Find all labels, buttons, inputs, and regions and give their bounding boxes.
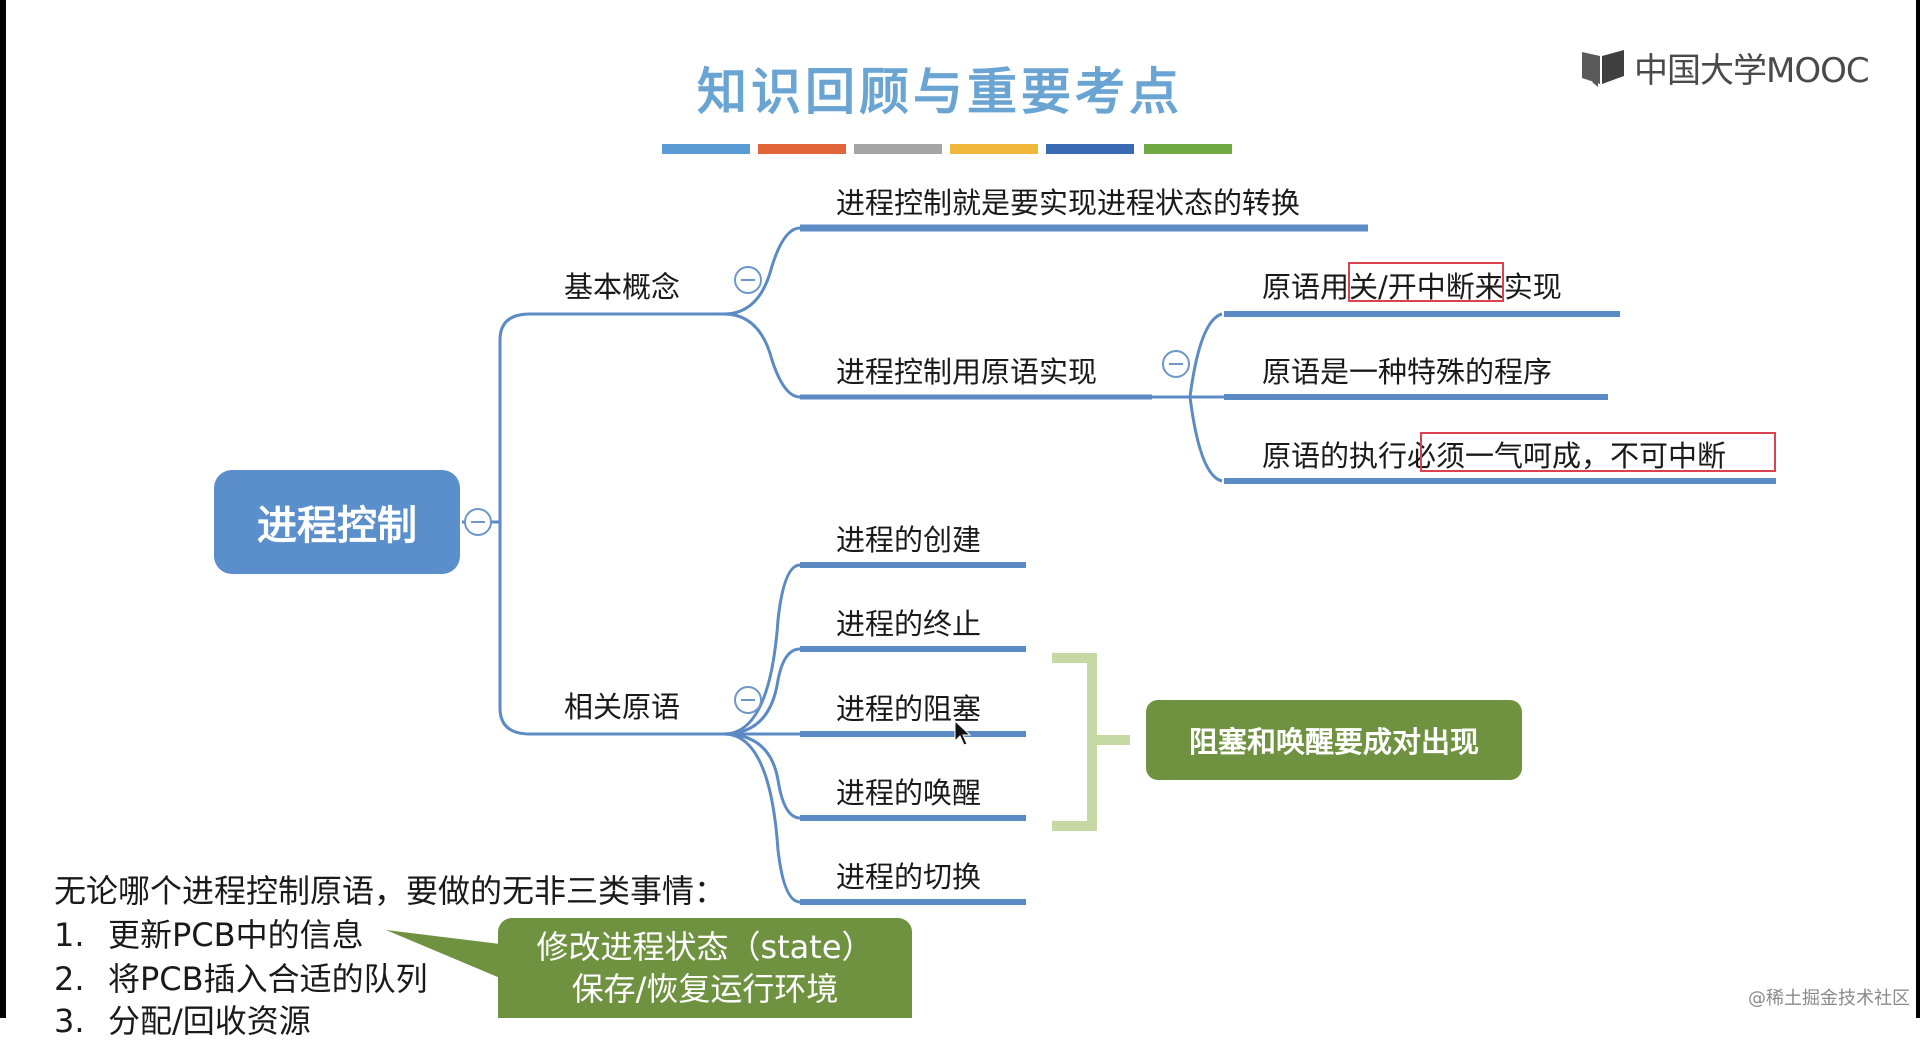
node-related-3[interactable]: 进程的阻塞 (836, 692, 982, 726)
highlight-atomic-box (1420, 432, 1776, 472)
notes-item-3: 3. 分配/回收资源 (54, 996, 311, 1042)
slide-title: 知识回顾与重要考点 (697, 63, 1183, 121)
basic-concept-collapse-icon[interactable] (734, 266, 762, 294)
title-underline-bar-3 (854, 144, 942, 154)
related-branch-4 (723, 732, 801, 820)
node-related-4[interactable]: 进程的唤醒 (836, 776, 982, 810)
notes-item-3-text: 分配/回收资源 (108, 1002, 311, 1040)
callout-line-1: 修改进程状态（state） (536, 928, 874, 966)
primitive-collapse-icon[interactable] (1162, 350, 1190, 378)
pair-note-box[interactable]: 阻塞和唤醒要成对出现 (1146, 700, 1522, 780)
left-border (0, 0, 6, 1018)
related-branch-5 (723, 732, 801, 904)
logo-text: 中国大学MOOC (1634, 50, 1870, 91)
title-underline-bar-2 (758, 144, 846, 154)
mindmap-connectors (386, 224, 1776, 978)
node-related-primitives[interactable]: 相关原语 (564, 690, 681, 724)
node-concept-2[interactable]: 进程控制用原语实现 (836, 355, 1098, 389)
callout-line-2: 保存/恢复运行环境 (571, 970, 839, 1008)
title-underline-bar-5 (1046, 144, 1134, 154)
pair-bracket (1052, 653, 1097, 831)
title-underline-bar-6 (1144, 144, 1232, 154)
title-underline-bar-1 (662, 144, 750, 154)
notes-item-1-num: 1. (54, 916, 85, 954)
primitive-branch-top (1188, 312, 1223, 398)
mouse-cursor-icon (954, 720, 972, 746)
node-concept-1[interactable]: 进程控制就是要实现进程状态的转换 (836, 186, 1301, 220)
root-branch-curve (498, 312, 531, 736)
callout-pointer (386, 930, 500, 978)
root-node[interactable]: 进程控制 (214, 470, 460, 574)
notes-item-3-num: 3. (54, 1002, 85, 1040)
right-border (1916, 0, 1920, 1018)
node-related-2[interactable]: 进程的终止 (836, 607, 982, 641)
node-primitive-2[interactable]: 原语是一种特殊的程序 (1262, 355, 1553, 389)
node-related-1[interactable]: 进程的创建 (836, 523, 982, 557)
node-primitive-1[interactable]: 原语用关/开中断来实现 (1262, 270, 1562, 304)
watermark: @稀土掘金技术社区 (1748, 988, 1910, 1009)
highlight-interrupt-box (1348, 262, 1504, 302)
title-underline-bar-4 (950, 144, 1038, 154)
slide: 知识回顾与重要考点 中国大学MOOC (0, 0, 1920, 1018)
basic-concept-branch-top (723, 226, 801, 316)
node-basic-concept[interactable]: 基本概念 (564, 270, 681, 304)
related-branch-1 (723, 563, 801, 736)
pcb-update-callout: 修改进程状态（state） 保存/恢复运行环境 (498, 918, 912, 1018)
notes-item-2-text: 将PCB插入合适的队列 (108, 960, 428, 998)
basic-concept-branch-bottom (723, 312, 801, 399)
notes-item-2-num: 2. (54, 960, 85, 998)
book-logo-icon (1582, 50, 1624, 87)
mooc-logo: 中国大学MOOC (1578, 44, 1870, 91)
node-primitive-3[interactable]: 原语的执行必须一气呵成，不可中断 (1262, 439, 1727, 473)
notes-item-2: 2. 将PCB插入合适的队列 (54, 954, 428, 1000)
notes-item-1: 1. 更新PCB中的信息 (54, 910, 364, 956)
primitive-branch-bottom (1188, 396, 1223, 483)
related-primitives-collapse-icon[interactable] (734, 686, 762, 714)
related-branch-2 (723, 647, 801, 736)
notes-item-1-text: 更新PCB中的信息 (108, 916, 364, 954)
root-collapse-icon[interactable] (464, 508, 492, 536)
node-related-5[interactable]: 进程的切换 (836, 860, 982, 894)
notes-heading: 无论哪个进程控制原语，要做的无非三类事情： (54, 872, 727, 910)
